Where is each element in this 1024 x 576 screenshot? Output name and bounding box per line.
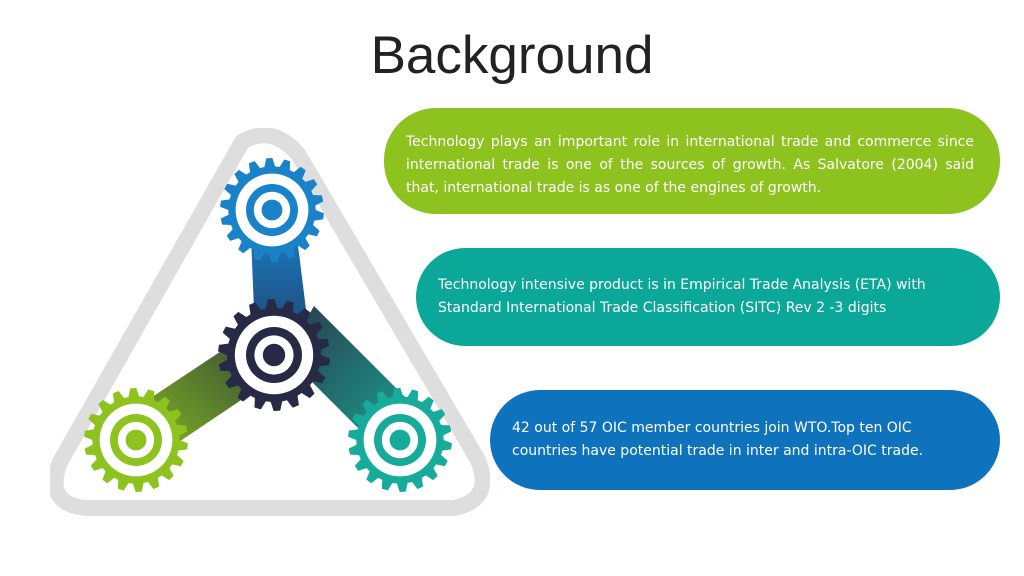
gear-green-icon xyxy=(84,388,188,492)
gear-teal-icon xyxy=(348,388,452,492)
gear-blue-hub xyxy=(261,199,283,221)
gear-blue-icon xyxy=(220,158,324,262)
gears-layer xyxy=(84,158,452,492)
info-box-eta-sitc: Technology intensive product is in Empir… xyxy=(416,248,1000,346)
triangle-track xyxy=(50,128,490,516)
info-box-eta-sitc-text: Technology intensive product is in Empir… xyxy=(438,277,926,316)
gear-navy-icon xyxy=(218,299,330,411)
gear-teal-hub xyxy=(389,429,411,451)
gear-diagram xyxy=(50,128,490,516)
info-box-oic-wto-text: 42 out of 57 OIC member countries join W… xyxy=(512,420,924,459)
info-box-technology-role: Technology plays an important role in in… xyxy=(384,108,1000,214)
info-box-technology-role-text: Technology plays an important role in in… xyxy=(406,133,974,196)
slide-title: Background xyxy=(370,26,654,85)
gear-green-hub xyxy=(125,429,147,451)
gear-navy-hub xyxy=(262,343,286,367)
info-box-oic-wto: 42 out of 57 OIC member countries join W… xyxy=(490,390,1000,490)
